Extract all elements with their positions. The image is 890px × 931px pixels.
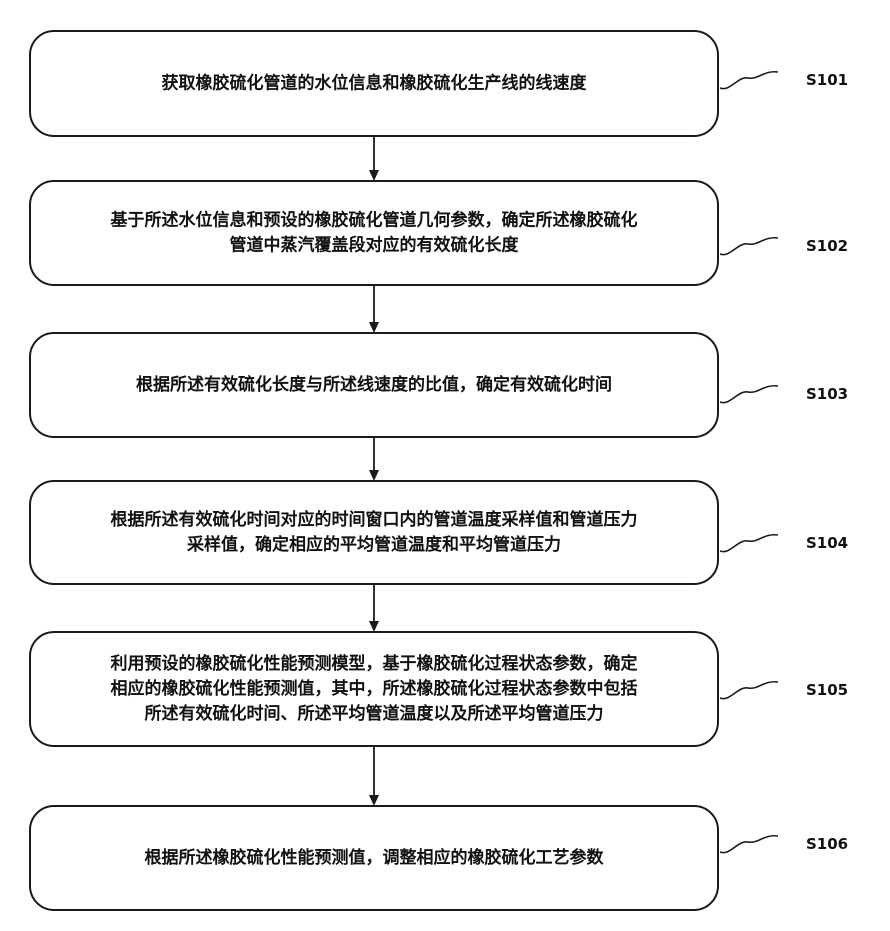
connector-arrow [369,584,379,632]
arrow-head [369,621,379,632]
step-text-line: 根据所述有效硫化时间对应的时间窗口内的管道温度采样值和管道压力 [111,509,638,530]
step-text-line: 管道中蒸汽覆盖段对应的有效硫化长度 [230,235,520,256]
step-text-line: 所述有效硫化时间、所述平均管道温度以及所述平均管道压力 [145,703,604,724]
connector-arrow [369,746,379,806]
leader-line [720,238,778,255]
step-label: S105 [806,681,848,699]
step-box [30,181,718,285]
step-text-line: 获取橡胶硫化管道的水位信息和橡胶硫化生产线的线速度 [162,73,588,94]
step-text-line: 利用预设的橡胶硫化性能预测模型，基于橡胶硫化过程状态参数，确定 [111,653,638,674]
step-text-line: 基于所述水位信息和预设的橡胶硫化管道几何参数，确定所述橡胶硫化 [110,210,638,231]
step-s103: 根据所述有效硫化长度与所述线速度的比值，确定有效硫化时间 S103 [30,333,848,437]
leader-line [720,682,778,699]
step-text-line: 相应的橡胶硫化性能预测值，其中，所述橡胶硫化过程状态参数中包括 [111,678,638,699]
step-s101: 获取橡胶硫化管道的水位信息和橡胶硫化生产线的线速度 S101 [30,31,848,136]
step-label: S104 [806,534,848,552]
leader-line [720,535,778,552]
step-label: S101 [806,71,848,89]
step-s102: 基于所述水位信息和预设的橡胶硫化管道几何参数，确定所述橡胶硫化管道中蒸汽覆盖段对… [30,181,848,285]
arrow-head [369,322,379,333]
arrow-head [369,795,379,806]
step-text-line: 根据所述有效硫化长度与所述线速度的比值，确定有效硫化时间 [136,374,612,395]
step-label: S106 [806,835,848,853]
leader-line [720,386,778,403]
arrow-head [369,170,379,181]
step-text-line: 根据所述橡胶硫化性能预测值，调整相应的橡胶硫化工艺参数 [145,847,605,868]
arrow-head [369,470,379,481]
leader-line [720,72,778,89]
step-s106: 根据所述橡胶硫化性能预测值，调整相应的橡胶硫化工艺参数 S106 [30,806,848,910]
step-label: S103 [806,385,848,403]
leader-line [720,836,778,853]
step-box [30,481,718,584]
step-s105: 利用预设的橡胶硫化性能预测模型，基于橡胶硫化过程状态参数，确定相应的橡胶硫化性能… [30,632,848,746]
connector-arrow [369,285,379,333]
step-text-line: 采样值，确定相应的平均管道温度和平均管道压力 [186,534,561,555]
connector-arrow [369,437,379,481]
step-label: S102 [806,237,848,255]
step-s104: 根据所述有效硫化时间对应的时间窗口内的管道温度采样值和管道压力采样值，确定相应的… [30,481,848,584]
connector-arrow [369,136,379,181]
